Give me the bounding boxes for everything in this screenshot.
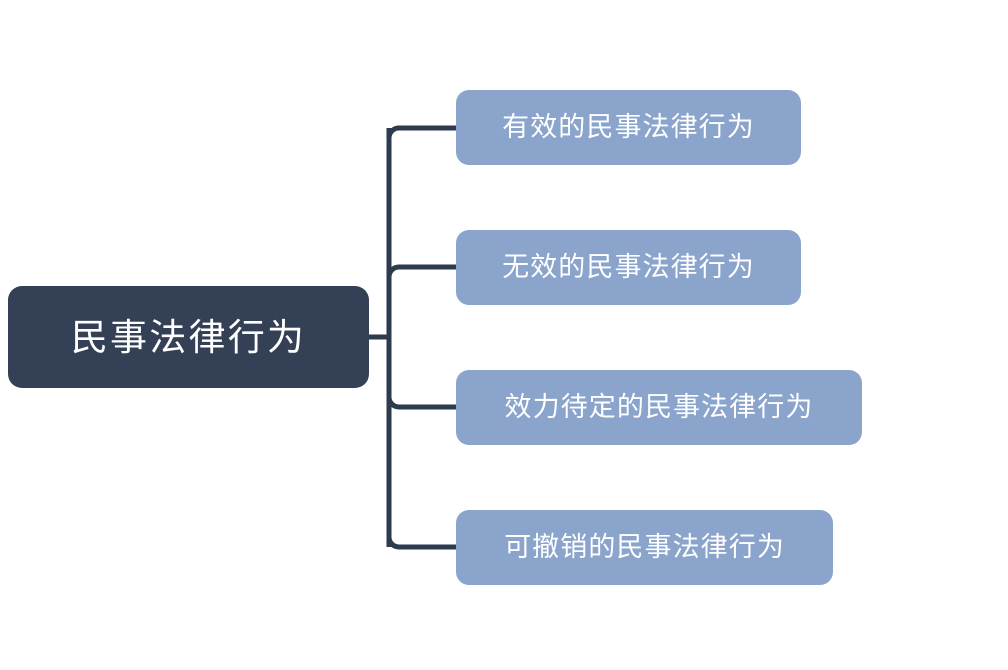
- connector-branch-3: [386, 396, 456, 410]
- node-child-invalid[interactable]: 无效的民事法律行为: [456, 230, 801, 305]
- node-child-label: 无效的民事法律行为: [502, 252, 755, 282]
- node-child-label: 可撤销的民事法律行为: [504, 532, 785, 562]
- connector-branch-1: [386, 125, 456, 139]
- connector-branch-2: [386, 264, 456, 278]
- node-child-pending[interactable]: 效力待定的民事法律行为: [456, 370, 862, 445]
- node-root-label: 民事法律行为: [70, 316, 307, 358]
- node-child-label: 有效的民事法律行为: [502, 112, 755, 142]
- node-child-label: 效力待定的民事法律行为: [504, 392, 814, 422]
- node-root[interactable]: 民事法律行为: [8, 286, 369, 388]
- node-child-revocable[interactable]: 可撤销的民事法律行为: [456, 510, 833, 585]
- node-child-valid[interactable]: 有效的民事法律行为: [456, 90, 801, 165]
- connector-branch-4: [386, 536, 456, 550]
